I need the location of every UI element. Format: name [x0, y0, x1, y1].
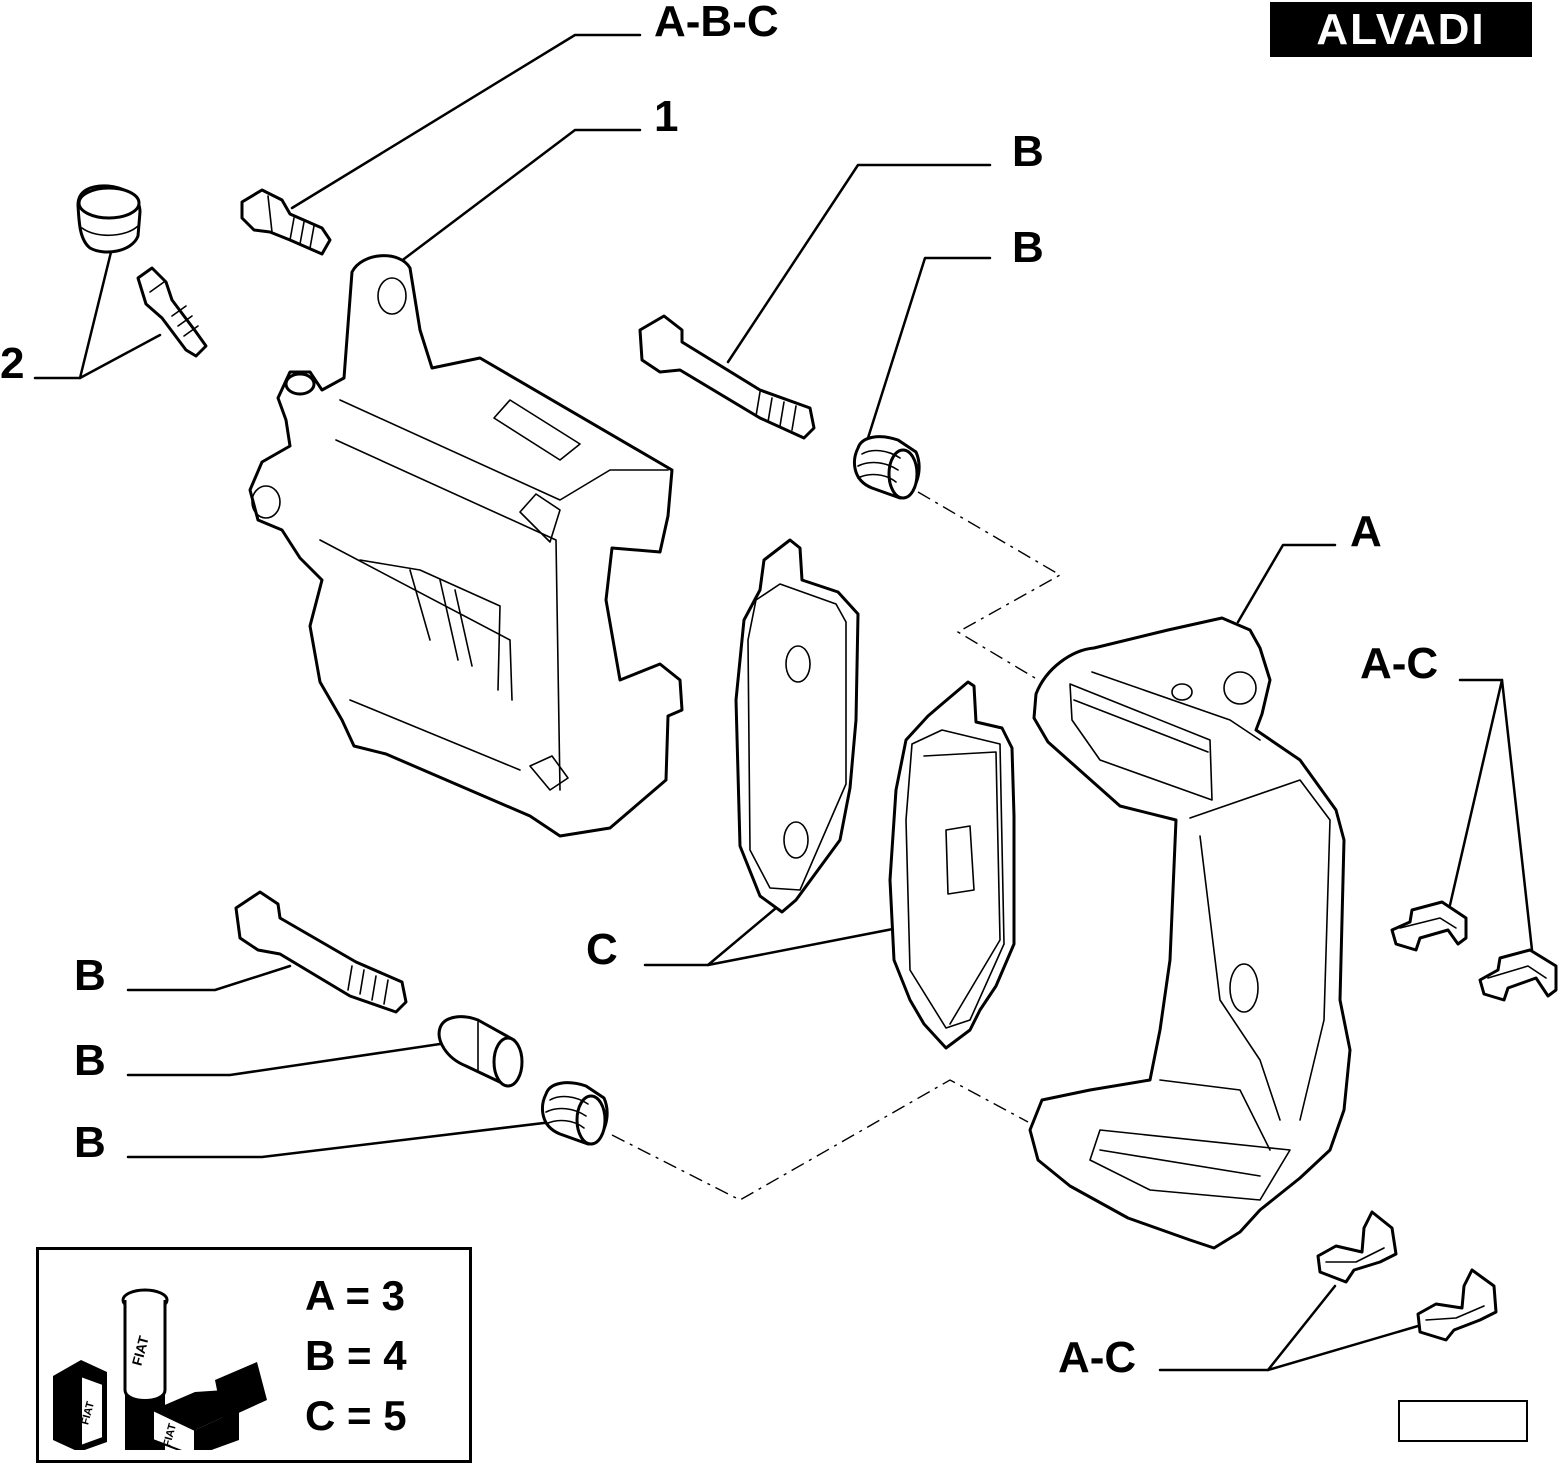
leader-2b — [78, 333, 162, 380]
callout-labels: A-B-C 1 2 B B A A-C C B B B A-C — [0, 0, 1438, 1382]
anti-rattle-clip-right-upper-part — [1390, 900, 1468, 952]
kit-quantity-legend: FIAT FIAT FIAT A = 3 B = 4 C = 5 — [36, 1247, 472, 1463]
assembly-line-top — [917, 491, 1062, 679]
legend-line-a: A = 3 — [305, 1272, 405, 1319]
bleed-cap-part — [76, 184, 142, 254]
label-b-bush-bottom: B — [74, 1118, 106, 1167]
leader-b-sleeve-bottom — [126, 1042, 442, 1077]
leader-ac-bottom-b — [1266, 1324, 1420, 1372]
label-a: A — [1350, 507, 1382, 556]
fiat-icon-text-box-right: FIAT — [161, 1422, 179, 1448]
label-ac-right: A-C — [1360, 639, 1438, 688]
leader-a — [1236, 543, 1337, 624]
leader-b-pin-bottom — [126, 964, 292, 992]
leader-ac-right-b — [1500, 678, 1534, 952]
guide-sleeve-bottom-part — [437, 1015, 524, 1088]
label-b-pin-bottom: B — [74, 951, 106, 1000]
anti-rattle-clip-right-lower-part — [1478, 948, 1558, 1002]
leader-c-b — [706, 926, 900, 967]
guide-pin-bottom-part — [234, 890, 408, 1014]
reference-code-box — [1398, 1400, 1528, 1442]
leader-abc — [290, 33, 642, 210]
anti-rattle-clip-bottom-left-part — [1316, 1210, 1398, 1284]
legend-line-c: C = 5 — [305, 1392, 407, 1439]
bleed-screw-part — [136, 266, 208, 358]
label-c: C — [586, 925, 618, 974]
label-ac-bottom: A-C — [1058, 1333, 1136, 1382]
leader-ac-right-a — [1448, 678, 1504, 907]
brand-badge: ALVADI — [1270, 2, 1532, 57]
guide-pin-top-part — [638, 314, 816, 440]
label-2: 2 — [0, 339, 24, 388]
leader-2a — [33, 246, 114, 380]
brake-pad-inner-part — [888, 680, 1016, 1050]
label-abc: A-B-C — [654, 0, 779, 46]
assembly-line-bottom — [611, 1079, 1029, 1201]
leader-lines — [33, 33, 1534, 1372]
leader-1 — [398, 128, 642, 264]
leader-b-bush-top — [866, 256, 992, 440]
leader-b-pin-top — [726, 163, 992, 364]
label-b-sleeve-bottom: B — [74, 1036, 106, 1085]
fiat-icon-text-cylinder: FIAT — [129, 1334, 152, 1368]
guide-bush-bottom-part — [541, 1081, 609, 1146]
label-b-pin-top: B — [1012, 127, 1044, 176]
assembly-lines — [611, 491, 1062, 1201]
fiat-icon-text-box-left: FIAT — [79, 1400, 97, 1426]
legend-line-b: B = 4 — [305, 1332, 407, 1379]
label-b-bush-top: B — [1012, 223, 1044, 272]
caliper-carrier-part — [1028, 616, 1352, 1250]
caliper-body-part — [248, 254, 684, 838]
brake-pad-outer-part — [734, 538, 860, 914]
label-1: 1 — [654, 92, 678, 141]
caliper-bolt-part — [240, 188, 332, 256]
leader-b-bush-bottom — [126, 1120, 554, 1159]
anti-rattle-clip-bottom-right-part — [1416, 1268, 1498, 1342]
guide-bush-top-part — [853, 435, 921, 500]
fiat-parts-kit-icon: FIAT FIAT FIAT — [53, 1288, 267, 1450]
